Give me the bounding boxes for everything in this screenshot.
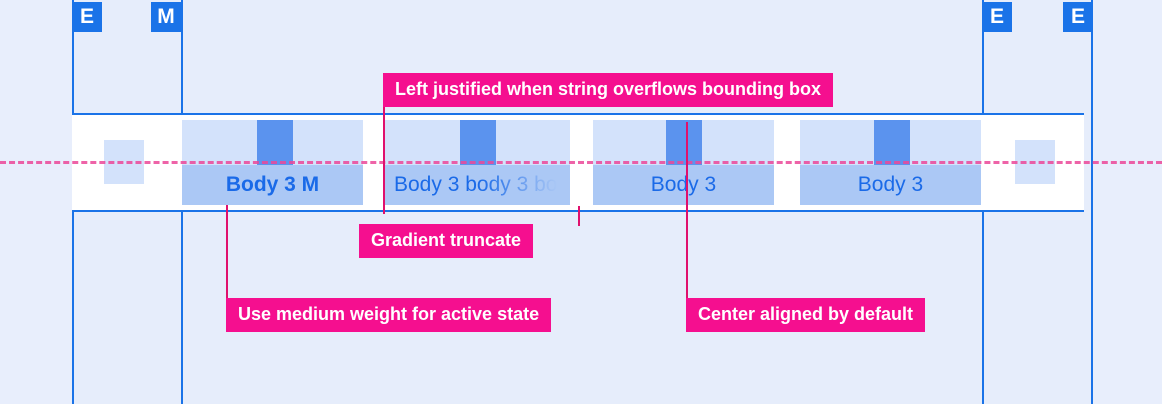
tab-icon-placeholder-icon [460,120,496,165]
tab-icon-placeholder-icon [874,120,910,165]
annotation-medium-weight: Use medium weight for active state [226,298,552,332]
tab-label-band: Body 3 body 3 body 3 [384,165,570,205]
leader-left-justified [383,104,385,214]
leader-medium-weight [226,205,228,300]
tab-label: Body 3 body 3 body 3 [394,173,570,196]
tab-label: Body 3 [650,173,717,196]
leader-gradient-truncate [578,206,580,226]
vertical-guide-4 [1091,0,1093,404]
annotation-center-aligned: Center aligned by default [686,298,926,332]
tab-label-band: Body 3 M [182,165,363,205]
tab-label-band: Body 3 [593,165,774,205]
annotation-gradient-truncate: Gradient truncate [359,224,534,258]
badge-edge-right-inner: E [982,2,1012,32]
annotation-left-justified: Left justified when string overflows bou… [383,73,833,107]
leader-center-aligned [686,122,688,300]
tab-label: Body 3 M [225,173,320,196]
badge-margin-left: M [151,2,181,32]
badge-edge-left-outer: E [72,2,102,32]
tab-item-0[interactable]: Body 3 M [182,120,363,205]
tab-item-3[interactable]: Body 3 [800,120,981,205]
badge-edge-right-outer: E [1063,2,1093,32]
tab-icon-placeholder-icon [666,120,702,165]
tab-label-band: Body 3 [800,165,981,205]
tab-label: Body 3 [857,173,924,196]
vertical-center-guide [0,161,1162,164]
tab-item-2[interactable]: Body 3 [593,120,774,205]
tab-icon-placeholder-icon [257,120,293,165]
